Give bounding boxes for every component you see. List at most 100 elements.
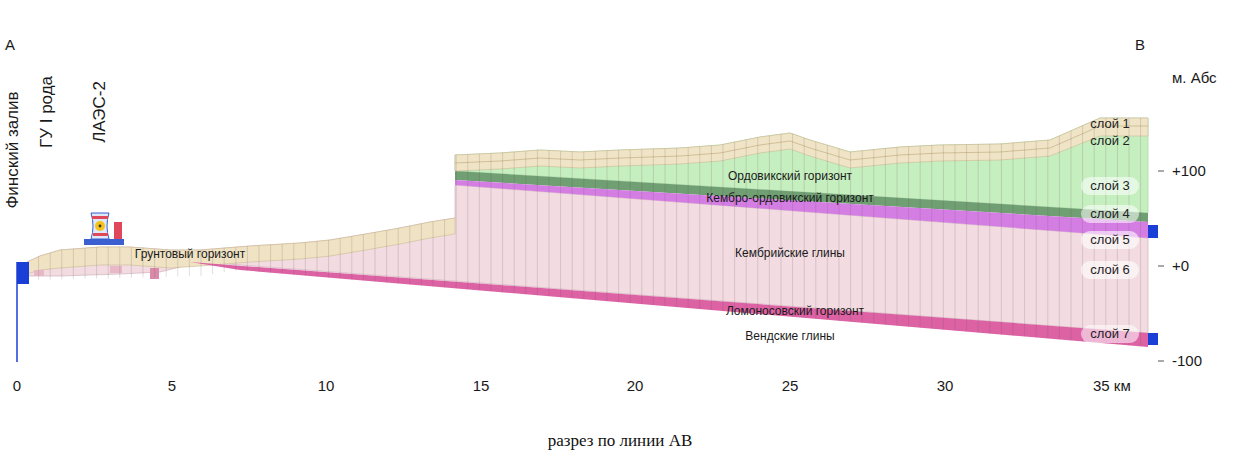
layer-name: слой 7	[1090, 326, 1130, 342]
column-line	[1036, 110, 1037, 350]
column-line	[607, 110, 608, 350]
column-line	[502, 110, 503, 350]
column-line	[978, 110, 979, 350]
dark-green-band	[455, 171, 1148, 222]
column-line	[85, 110, 86, 350]
layer-tag: слой 6	[1081, 261, 1139, 279]
axis-ticks	[1158, 171, 1164, 361]
layer-boundary	[455, 126, 1148, 163]
section-end: A	[5, 36, 15, 53]
caption: разрез по линии АВ	[548, 431, 693, 451]
column-line	[201, 110, 202, 350]
top-soil-band	[455, 118, 1148, 171]
horizon-name: Грунтовый горизонт	[135, 248, 245, 262]
column-line	[931, 110, 932, 350]
column-line	[73, 110, 74, 350]
column-line	[1013, 110, 1014, 350]
water-marker	[1148, 333, 1158, 345]
column-line	[293, 110, 294, 350]
column-line	[433, 110, 434, 350]
layer-tag: слой 1	[1081, 115, 1139, 133]
layer-tag: слой 7	[1081, 325, 1139, 343]
column-line	[456, 110, 457, 350]
horizon-name: Вендские глины	[745, 330, 834, 344]
column-line	[131, 110, 132, 350]
horizon-name: Кембро-ордовикский горизонт	[706, 192, 874, 206]
layer-name: слой 2	[1090, 133, 1130, 149]
section-end: B	[1135, 36, 1145, 53]
column-line	[955, 110, 956, 350]
column-line	[259, 110, 260, 350]
tick-label: 25	[782, 377, 799, 394]
column-line	[1024, 110, 1025, 350]
tick-label: 20	[627, 377, 644, 394]
water-marker	[1148, 225, 1158, 238]
column-line	[514, 110, 515, 350]
column-line	[920, 110, 921, 350]
tick-label: 15	[473, 377, 490, 394]
column-line	[699, 110, 700, 350]
column-line	[61, 110, 62, 350]
column-line	[143, 110, 144, 350]
column-line	[363, 110, 364, 350]
column-line	[270, 110, 271, 350]
column-line	[1059, 110, 1060, 350]
column-line	[897, 110, 898, 350]
column-line	[177, 110, 178, 350]
tick-label: +0	[1172, 257, 1189, 274]
axis-unit: м. Абс	[1172, 69, 1217, 86]
ordovician-band	[455, 118, 1148, 213]
column-line	[421, 110, 422, 350]
column-line	[351, 110, 352, 350]
column-line	[1082, 110, 1083, 350]
column-line	[537, 110, 538, 350]
column-line	[630, 110, 631, 350]
tick-label: 0	[13, 377, 21, 394]
column-line	[653, 110, 654, 350]
groundwater-band	[27, 218, 455, 274]
layer-name: слой 6	[1090, 262, 1130, 278]
tick-label: 35 км	[1093, 377, 1131, 394]
place-name: Финский залив	[3, 91, 23, 208]
column-line	[235, 110, 236, 350]
column-line	[641, 110, 642, 350]
column-line	[189, 110, 190, 350]
column-line	[1071, 110, 1072, 350]
column-line	[444, 110, 445, 350]
column-line	[1001, 110, 1002, 350]
column-line	[943, 110, 944, 350]
column-line	[711, 110, 712, 350]
layer-name: слой 4	[1090, 206, 1130, 222]
column-line	[873, 110, 874, 350]
column-line	[665, 110, 666, 350]
column-line	[595, 110, 596, 350]
horizon-name: Ордовикский горизонт	[728, 170, 852, 184]
tick-label: 30	[937, 377, 954, 394]
column-line	[305, 110, 306, 350]
column-line	[375, 110, 376, 350]
tick-label: -100	[1172, 352, 1202, 369]
column-line	[676, 110, 677, 350]
npp-icon	[84, 213, 124, 245]
clay-patch	[110, 266, 122, 273]
column-line	[409, 110, 410, 350]
layer-tag: слой 4	[1081, 205, 1139, 223]
column-line	[572, 110, 573, 350]
column-line	[618, 110, 619, 350]
tick-label: 5	[168, 377, 176, 394]
column-line	[1047, 110, 1048, 350]
column-line	[549, 110, 550, 350]
tick-label: +100	[1172, 162, 1206, 179]
column-line	[340, 110, 341, 350]
layer-tag: слой 5	[1081, 231, 1139, 249]
layer-name: слой 3	[1090, 178, 1130, 194]
column-line	[398, 110, 399, 350]
column-line	[989, 110, 990, 350]
column-line	[317, 110, 318, 350]
column-line	[491, 110, 492, 350]
layer-tag: слой 2	[1081, 132, 1139, 150]
water-marker	[17, 262, 29, 284]
layer-tag: слой 3	[1081, 177, 1139, 195]
column-line	[560, 110, 561, 350]
